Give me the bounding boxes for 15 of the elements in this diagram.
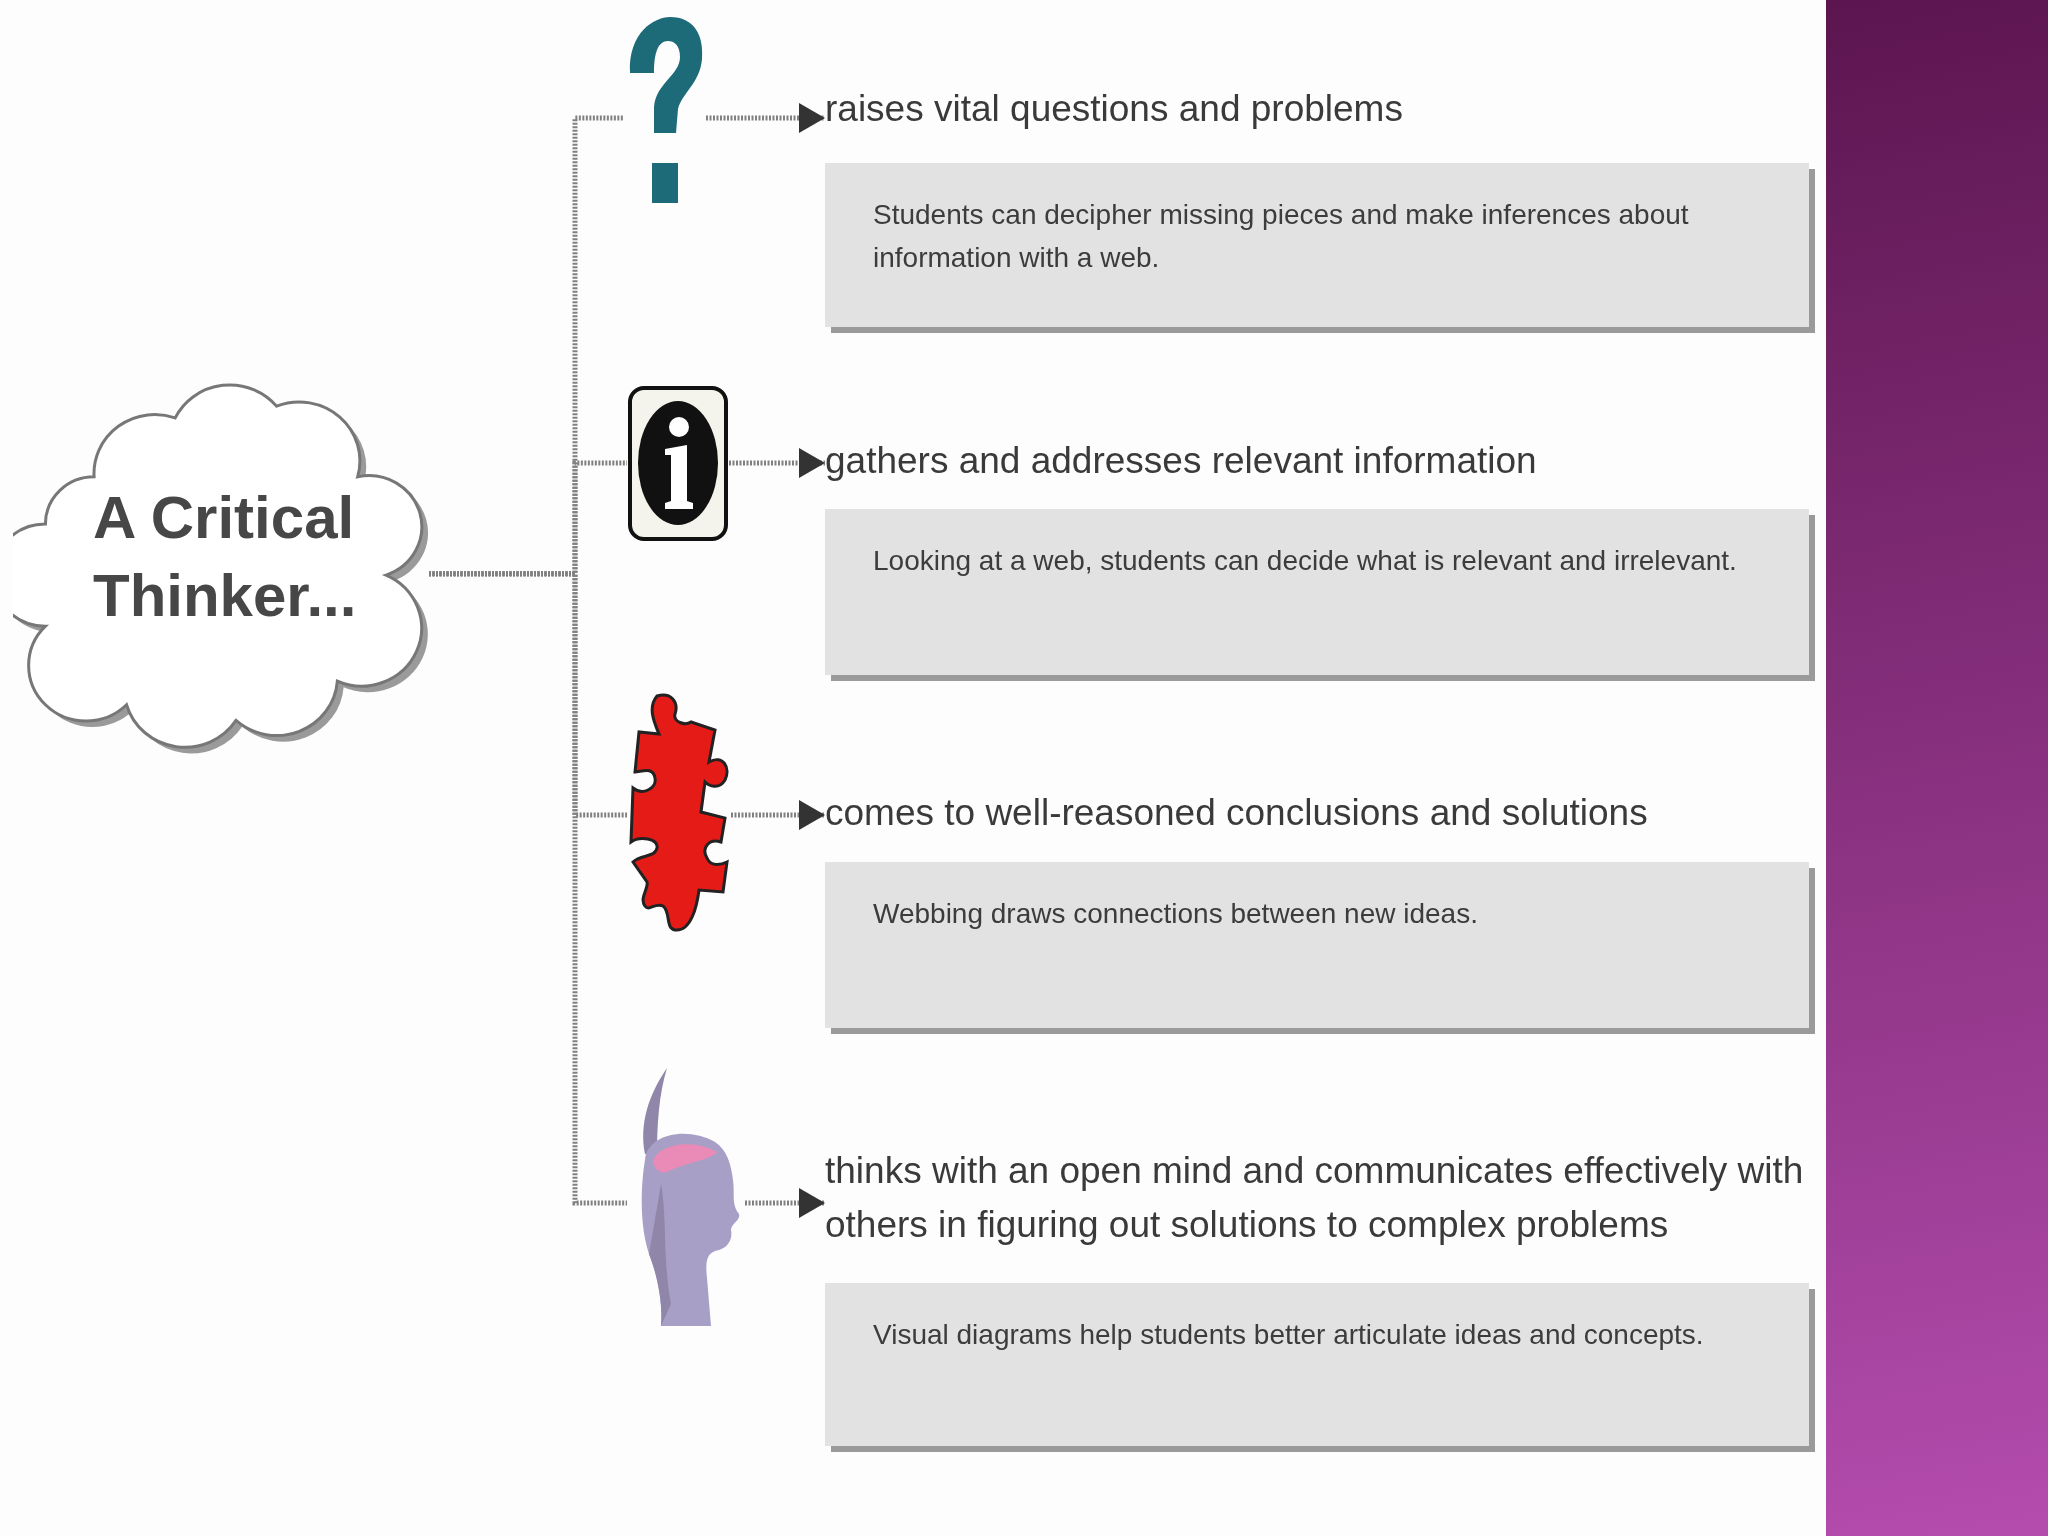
description-text: Students can decipher missing pieces and make inferences about information with a web. xyxy=(873,198,1690,276)
arrow xyxy=(745,1188,825,1218)
heading-text: thinks with an open mind and communicates effectively with others in figuring out solutions to complex problems xyxy=(825,1128,1810,1268)
description-text: Webbing draws connections between new ideas. xyxy=(873,897,1479,931)
cloud-title: A Critical Thinker... xyxy=(93,483,358,631)
heading-text: comes to well-reasoned conclusions and solutions xyxy=(825,782,1810,844)
connector-line xyxy=(429,571,627,1206)
description-text: Looking at a web, students can decide what is relevant and irrelevant. xyxy=(873,544,1738,578)
description-text: Visual diagrams help students better articulate ideas and concepts. xyxy=(873,1318,1705,1352)
heading-text: gathers and addresses relevant information xyxy=(825,430,1810,492)
heading-text: raises vital questions and problems xyxy=(825,78,1810,140)
info-icon xyxy=(627,385,729,542)
arrow xyxy=(731,800,825,830)
arrow xyxy=(706,103,825,133)
arrow xyxy=(729,448,825,478)
